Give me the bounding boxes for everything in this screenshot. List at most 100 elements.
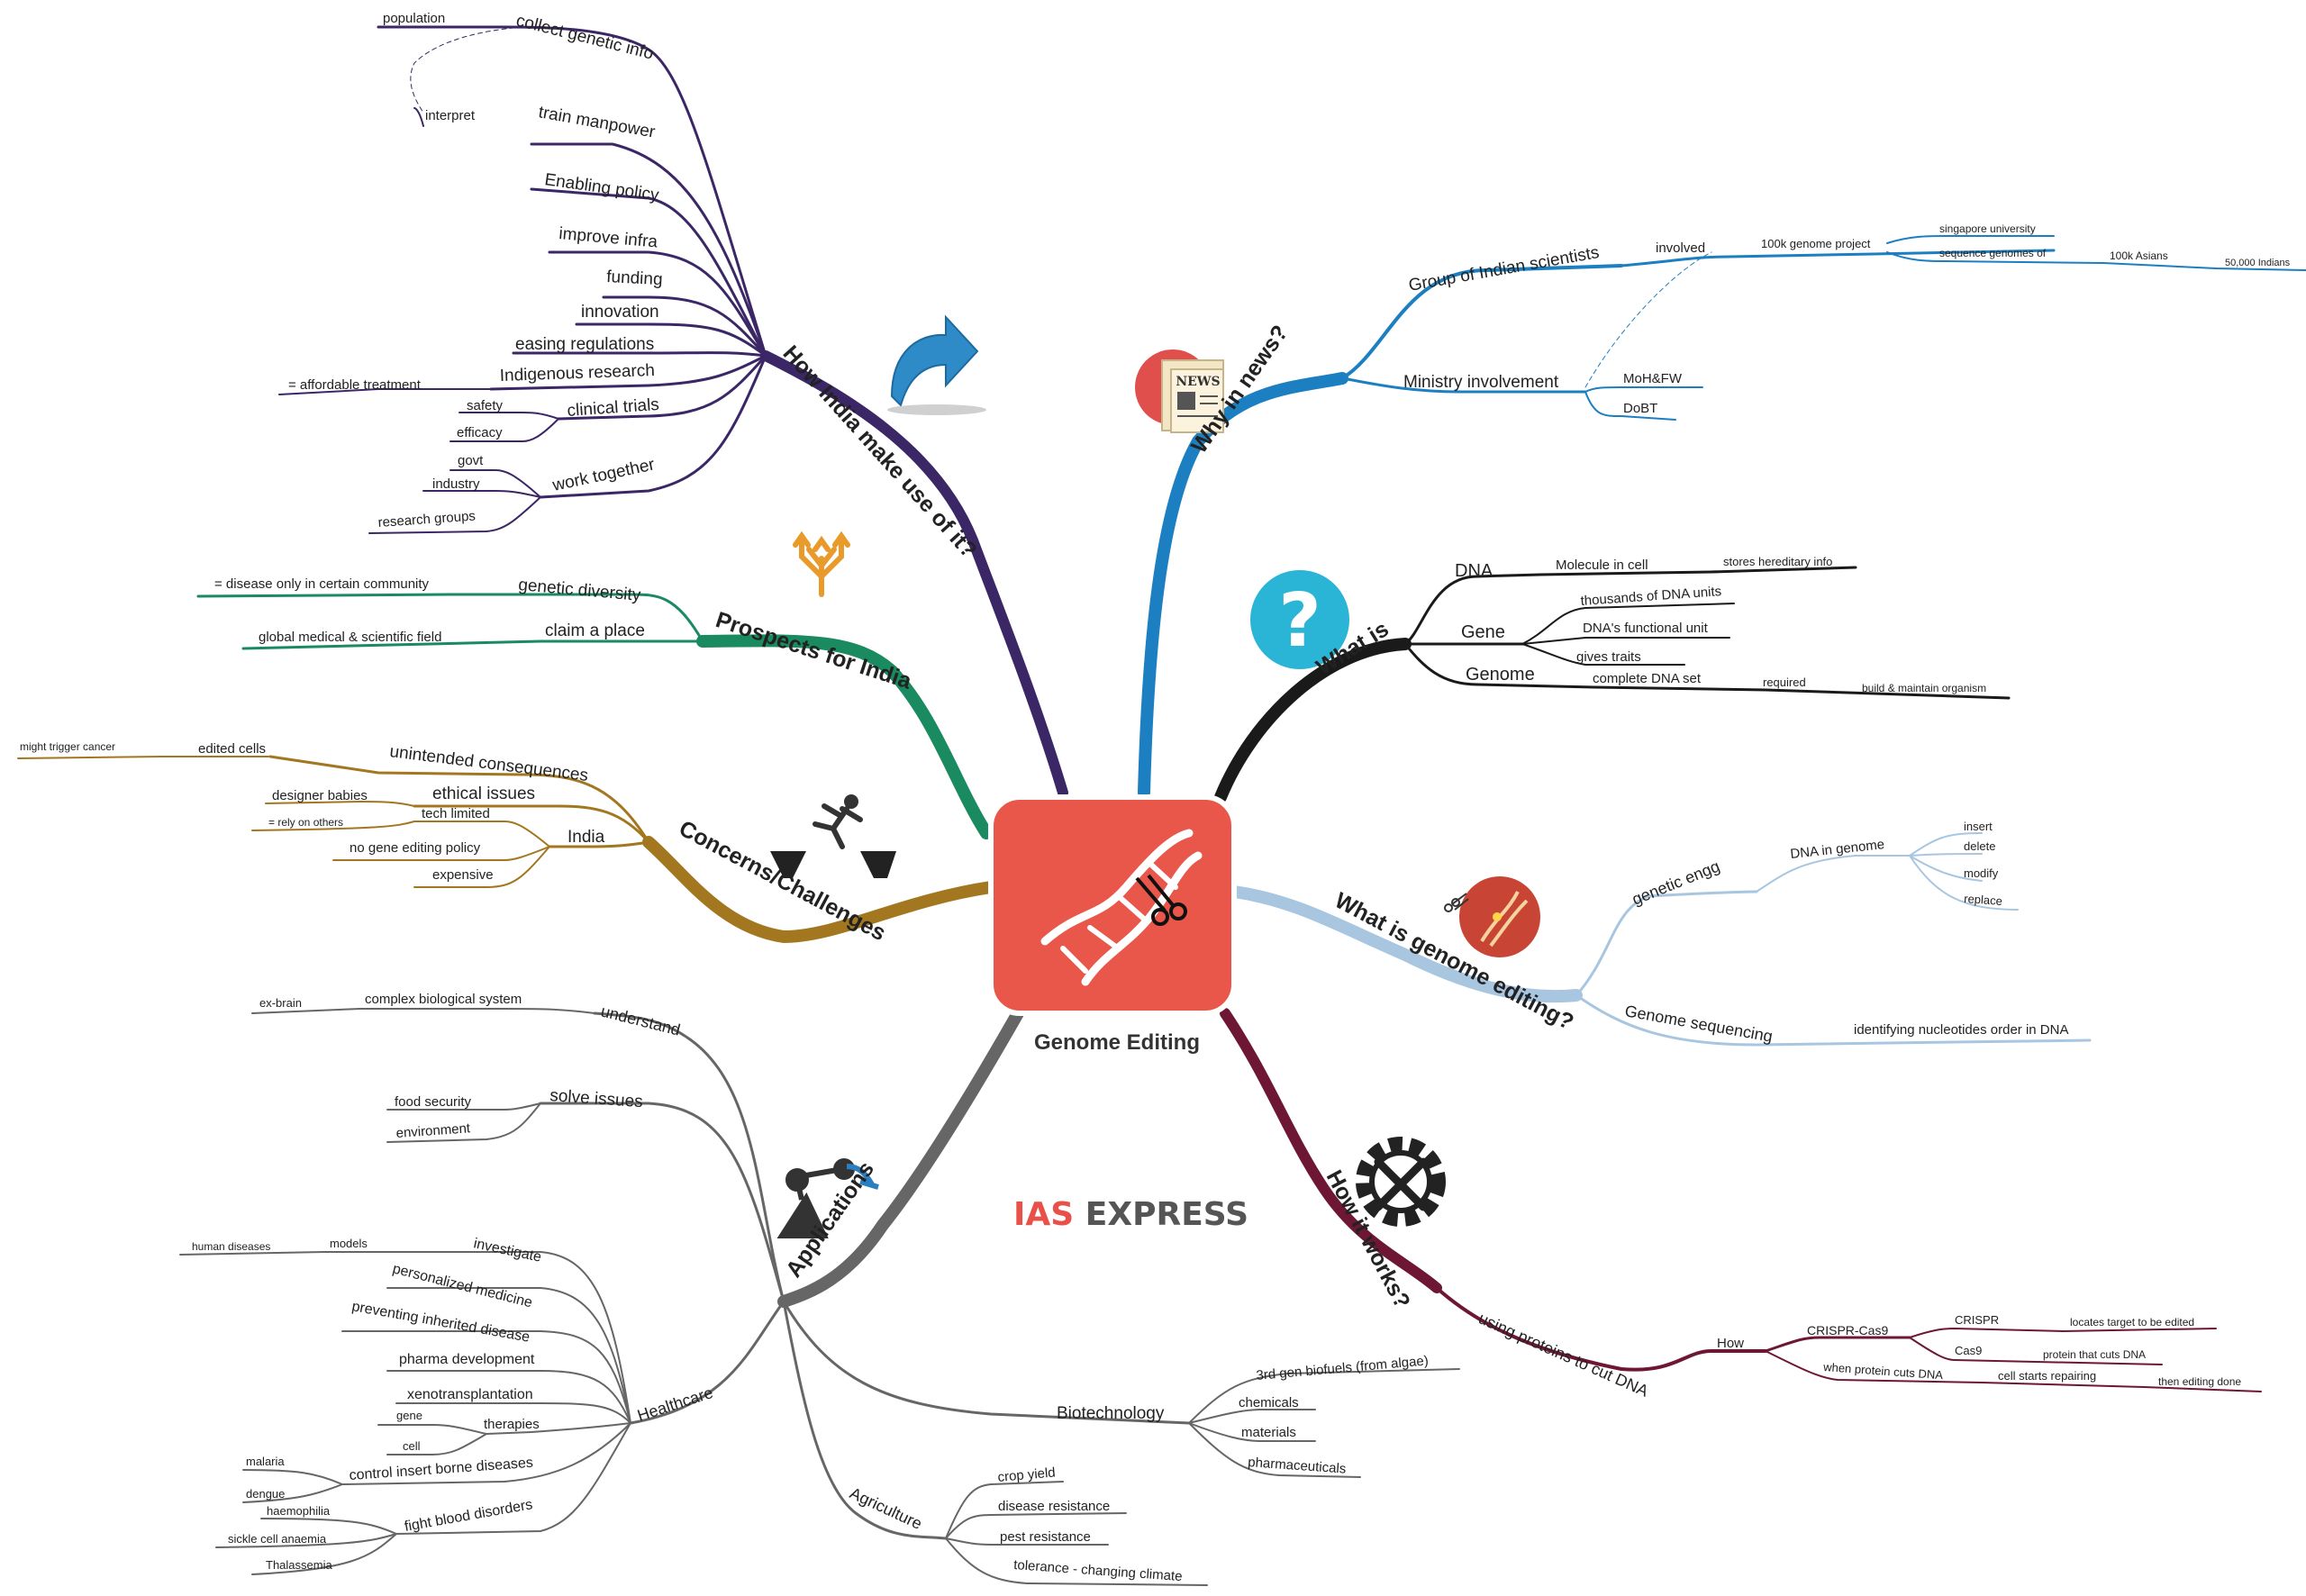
- center-title: Genome Editing: [1034, 1030, 1200, 1055]
- node-population: population: [383, 11, 445, 26]
- node-how: How: [1717, 1336, 1744, 1351]
- jumper-icon: [770, 794, 896, 878]
- node-genome: Genome: [1466, 665, 1535, 685]
- node-malaria: malaria: [246, 1455, 285, 1468]
- node-pest: pest resistance: [1000, 1529, 1091, 1545]
- node-gene-therapy: gene: [396, 1409, 422, 1422]
- node-locates: locates target to be edited: [2070, 1316, 2194, 1328]
- node-environment: environment: [395, 1120, 471, 1141]
- svg-text:?: ?: [1278, 578, 1321, 664]
- node-affordable: = affordable treatment: [288, 377, 422, 393]
- branch-prospects: [196, 593, 993, 839]
- node-haemophilia: haemophilia: [267, 1504, 331, 1518]
- node-blood: fight blood disorders: [404, 1497, 534, 1535]
- node-global: global medical & scientific field: [259, 630, 441, 645]
- node-govt: govt: [458, 453, 484, 468]
- node-funding: funding: [606, 268, 663, 289]
- node-exbrain: ex-brain: [259, 996, 302, 1010]
- node-solve: solve issues: [549, 1086, 644, 1111]
- node-using-proteins: using proteins to cut DNA: [1475, 1309, 1651, 1400]
- node-required: required: [1763, 676, 1806, 689]
- node-enabling: Enabling policy: [543, 170, 660, 205]
- node-crispr-cas9: CRISPR-Cas9: [1807, 1323, 1888, 1338]
- branch-genome-editing: [1228, 832, 2092, 1047]
- node-repairing: cell starts repairing: [1998, 1369, 2096, 1383]
- node-preventing: preventing inherited disease: [350, 1299, 531, 1346]
- node-sequence: sequence genomes of: [1939, 247, 2047, 259]
- node-involved: involved: [1656, 240, 1705, 256]
- node-delete: delete: [1964, 839, 1995, 853]
- node-indigenous: Indigenous research: [499, 361, 655, 385]
- scissors-icon: [1135, 874, 1187, 926]
- node-ministry: Ministry involvement: [1403, 373, 1559, 392]
- node-50000-indians: 50,000 Indians: [2225, 258, 2291, 268]
- node-chemicals: chemicals: [1239, 1395, 1299, 1410]
- split-arrows-icon: [793, 530, 850, 597]
- node-complex: complex biological system: [365, 992, 522, 1007]
- node-groups: research groups: [377, 508, 476, 530]
- node-human: human diseases: [192, 1240, 270, 1253]
- node-unintended: unintended consequences: [388, 742, 589, 785]
- branch-concerns: [17, 755, 997, 944]
- node-innovation: innovation: [581, 303, 659, 322]
- node-sickle: sickle cell anaemia: [228, 1532, 327, 1546]
- branch-why-in-news: [1138, 235, 2306, 799]
- node-100k-project: 100k genome project: [1761, 237, 1871, 250]
- node-work: work together: [550, 455, 658, 495]
- node-crispr: CRISPR: [1955, 1313, 1999, 1327]
- node-diversity: genetic diversity: [518, 576, 642, 605]
- node-tech: tech limited: [422, 806, 490, 821]
- question-icon: ?: [1250, 570, 1349, 669]
- node-infra: improve infra: [558, 224, 659, 252]
- node-materials: materials: [1241, 1425, 1296, 1440]
- dna-helix-icon: [1040, 829, 1203, 986]
- node-replace: replace: [1964, 892, 2003, 908]
- node-molecule: Molecule in cell: [1556, 558, 1648, 573]
- prospects-label: Prospects for India: [713, 607, 915, 694]
- node-cancer: might trigger cancer: [20, 740, 115, 753]
- node-when-cuts: when protein cuts DNA: [1822, 1360, 1944, 1382]
- node-no-policy: no gene editing policy: [350, 840, 481, 856]
- svg-text:NEWS: NEWS: [1176, 375, 1220, 389]
- node-designer: designer babies: [272, 788, 368, 803]
- node-genetic-engg: genetic engg: [1630, 857, 1722, 909]
- node-yield: crop yield: [997, 1465, 1056, 1485]
- node-therapies: therapies: [484, 1417, 540, 1432]
- node-dobt: DoBT: [1623, 401, 1657, 416]
- node-efficacy: efficacy: [457, 425, 503, 440]
- node-disease-res: disease resistance: [998, 1499, 1110, 1514]
- news-icon: NEWS: [1135, 349, 1224, 433]
- node-personalized: personalized medicine: [391, 1261, 534, 1310]
- node-group-scientists: Group of Indian scientists: [1407, 243, 1601, 295]
- branch-how-it-works: [1220, 1008, 2262, 1392]
- node-modify: modify: [1964, 866, 1999, 880]
- node-protein-cuts: protein that cuts DNA: [2043, 1348, 2146, 1361]
- node-expensive: expensive: [432, 867, 494, 883]
- node-edited: edited cells: [198, 741, 266, 757]
- node-models: models: [330, 1237, 368, 1250]
- node-control: control insert borne diseases: [349, 1455, 533, 1483]
- node-xeno: xenotransplantation: [407, 1387, 533, 1402]
- node-functional: DNA's functional unit: [1583, 621, 1709, 636]
- branch-what-is: [1214, 566, 2011, 803]
- node-dengue: dengue: [246, 1487, 285, 1501]
- node-thalassemia: Thalassemia: [266, 1558, 332, 1572]
- node-singapore: singapore university: [1939, 222, 2036, 235]
- robot-arm-icon: [776, 1158, 879, 1238]
- node-interpret: interpret: [425, 108, 476, 123]
- node-easing: easing regulations: [515, 335, 654, 354]
- node-100k-asians: 100k Asians: [2110, 249, 2168, 262]
- node-dna: DNA: [1455, 561, 1493, 581]
- node-sequencing: Genome sequencing: [1623, 1002, 1774, 1046]
- node-healthcare: Healthcare: [635, 1383, 715, 1425]
- genome-editing-label: What is genome editing?: [1330, 888, 1577, 1036]
- node-then: then editing done: [2158, 1375, 2241, 1388]
- node-agriculture: Agriculture: [847, 1483, 924, 1532]
- node-insert: insert: [1964, 820, 1993, 833]
- node-complete: complete DNA set: [1593, 671, 1702, 686]
- branch-applications: [179, 1007, 1460, 1586]
- concerns-label: Concerns/Challenges: [675, 816, 890, 947]
- node-cell-therapy: cell: [403, 1439, 421, 1453]
- node-gene: Gene: [1461, 622, 1505, 642]
